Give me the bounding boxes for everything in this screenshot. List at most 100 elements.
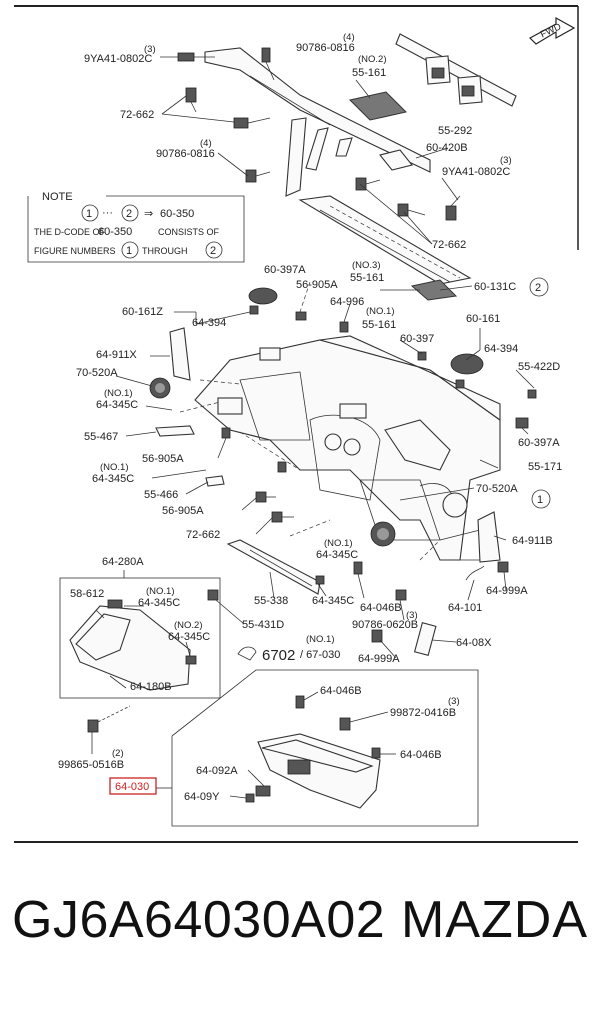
part-label: 64-046B [320,685,362,697]
part-label: 55-292 [438,125,472,137]
part-label: 64-394 [484,343,518,355]
note-line3-a: FIGURE NUMBERS [34,246,116,256]
note-callout-2: 2 [126,208,132,220]
part-label: 64-911B [512,535,553,547]
qty: (NO.1) [306,634,335,645]
dash-reinforcement-frame [204,47,431,197]
note-line3-callout-2: 2 [210,245,216,257]
bolt-icon [445,195,461,221]
part-label: 6702 [262,647,295,664]
qty: (NO.1) [324,538,353,549]
part-label: 64-280A [102,556,144,568]
screw-icon [315,575,325,585]
part-label: 56-905A [162,505,204,517]
part-label: 64-996 [330,296,364,308]
part-label: 60-131C [474,281,516,293]
part-label: 60-161 [466,313,500,325]
part-label: 64-345C [138,597,180,609]
note-line2-b: 60-350 [98,226,132,238]
side-cover-64-911x [169,327,191,381]
qty: (NO.2) [174,620,203,631]
part-label: 64-345C [312,595,354,607]
part-label: 64-046B [360,602,402,614]
part-label: 99865-0516B [58,759,124,771]
qty: (NO.2) [358,54,387,65]
screw-icon [395,589,407,601]
callout-2: 2 [529,277,549,297]
part-label: 55-171 [528,461,562,473]
vent-60-161 [450,353,484,375]
part-label: 64-911X [96,349,137,361]
part-label: 64-180B [130,681,172,693]
bolt-icon [261,47,275,81]
clip-icon [515,417,529,429]
screw-icon [295,695,305,709]
insulator-no2 [349,91,407,121]
svg-text:1: 1 [537,494,543,506]
part-label: 70-520A [76,367,118,379]
qty: (NO.3) [352,260,381,271]
part-label: 60-397 [400,333,434,345]
part-label: 90786-0816 [156,148,215,160]
note-box: NOTE 1 ··· 2 ⇒ 60-350 THE D-CODE OF 60-3… [27,191,245,263]
clip-icon [277,461,287,473]
clip-icon [527,389,537,399]
bolt-icon [245,169,271,183]
qty: (NO.1) [104,388,133,399]
note-line3-callout-1: 1 [126,245,132,257]
bracket-55-467 [155,425,195,437]
fwd-label: FWD [539,21,563,40]
note-title: NOTE [42,191,73,203]
highlight-64-030 [109,777,157,795]
screw-icon [371,747,381,759]
vent-60-161z [248,287,278,305]
bolt-icon [255,491,276,503]
part-label: 56-905A [296,279,338,291]
qty: (3) [406,610,418,621]
screw-icon [207,589,219,601]
note-line3-b: THROUGH [142,246,188,256]
part-label: 64-092A [196,765,238,777]
part-label: 60-420B [426,142,468,154]
svg-text:2: 2 [535,282,541,294]
part-label: 64-999A [358,653,400,665]
part-label: 64-394 [192,317,226,329]
qty: (2) [112,748,124,759]
part-label: 64-345C [96,399,138,411]
qty: (3) [144,44,156,55]
part-label: 60-397A [264,264,306,276]
part-label: 64-046B [400,749,442,761]
part-labels: (3) 9YA41-0802C (4) 90786-0816 (NO.2) 55… [58,32,562,803]
part-label: 60-397A [518,437,560,449]
part-label: 90786-0620B [352,619,418,631]
bolt-icon [271,511,294,523]
vent-70-520a-left [149,377,171,399]
brand-name: MAZDA [401,891,588,949]
screw-icon [371,629,383,643]
clip-icon [455,379,465,389]
leader-lines [115,56,535,659]
part-label: 70-520A [476,483,518,495]
qty: (NO.1) [366,306,395,317]
part-label: 64-101 [448,602,482,614]
screw-icon [339,717,351,731]
part-label: 56-905A [142,453,184,465]
note-callout-1: 1 [86,208,92,220]
part-label: 72-662 [120,109,154,121]
clip-icon [221,427,231,439]
screw-icon [87,705,131,754]
fwd-arrow-icon: FWD [529,16,576,45]
damper-64-08x [413,622,437,657]
part-label: 55-161 [350,272,384,284]
part-label: 90786-0816 [296,42,355,54]
part-label: 72-662 [186,529,220,541]
qty: (4) [200,138,212,149]
pad-strip-55-292 [395,33,517,107]
bolt-icon [397,203,426,217]
part-label: 64-345C [168,631,210,643]
qty: (3) [448,696,460,707]
glove-box-assy-inset [59,570,221,699]
part-label: 64-08X [456,637,492,649]
parts-diagram: FWD [14,5,579,843]
glove-box-inset [156,669,479,827]
